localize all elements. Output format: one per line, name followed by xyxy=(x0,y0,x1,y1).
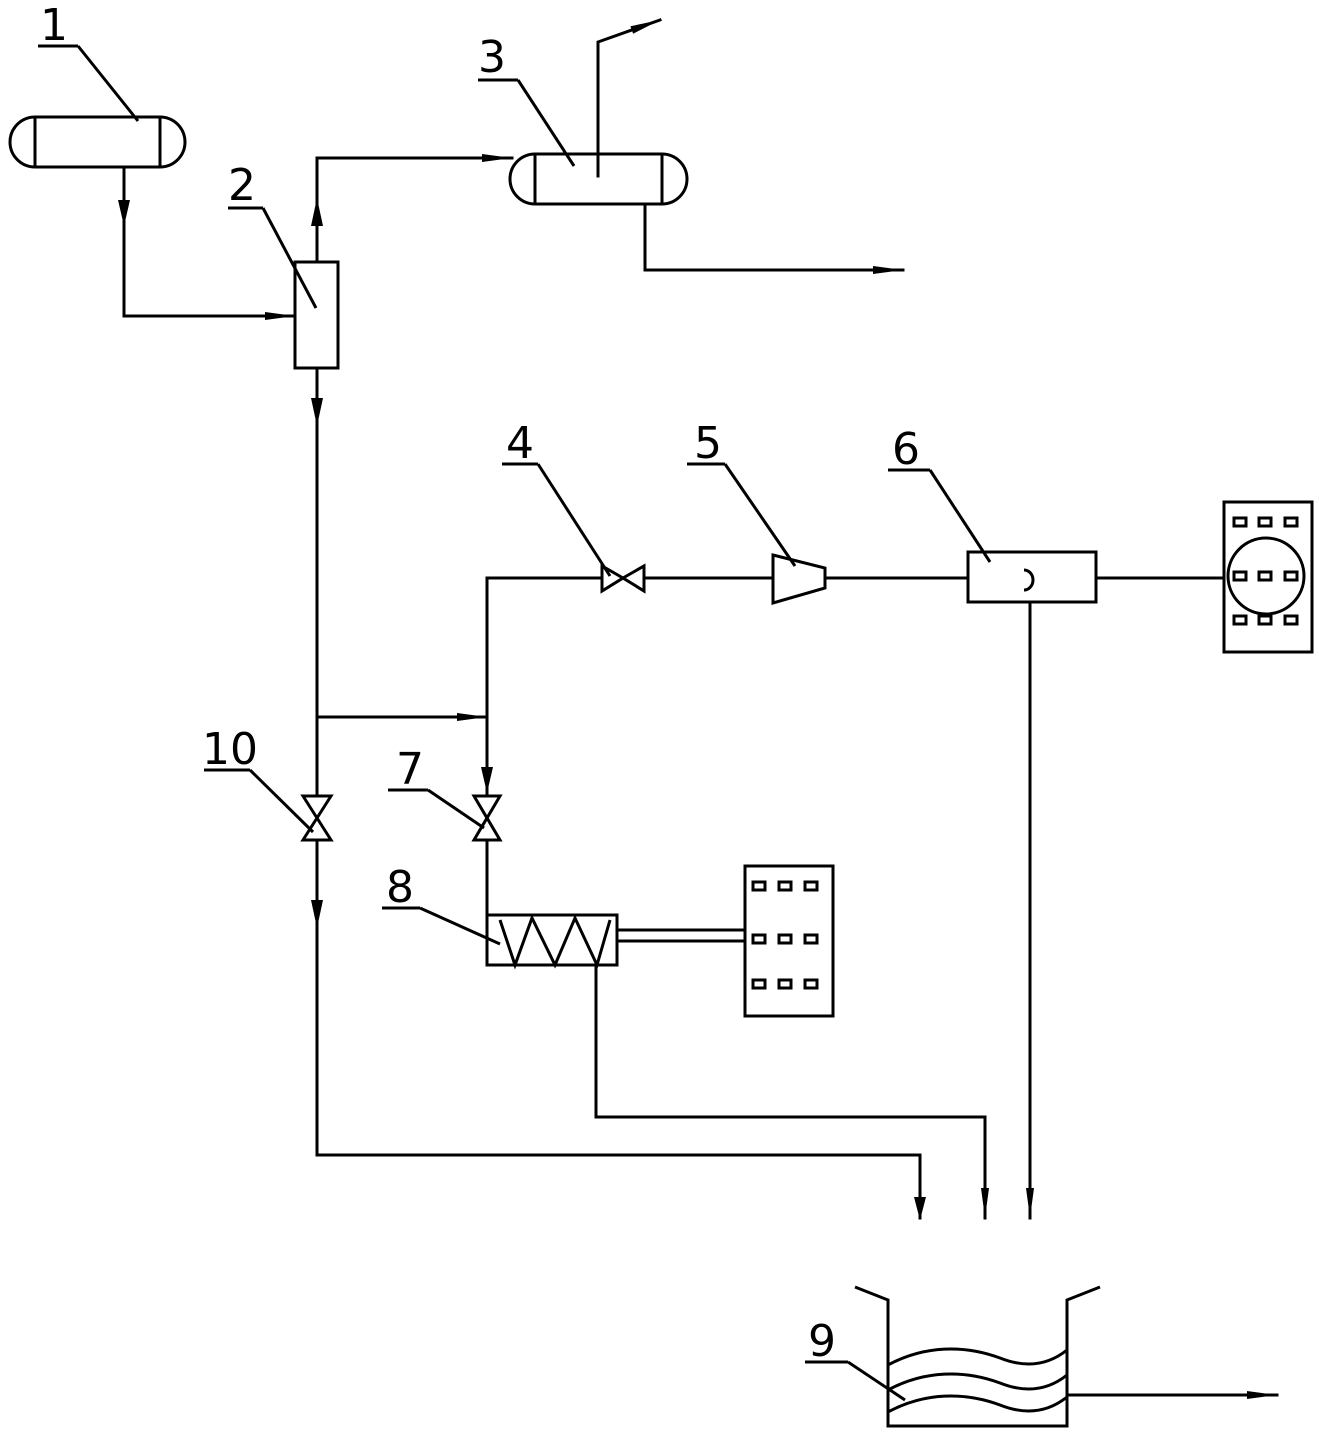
tank-9 xyxy=(854,1285,1101,1428)
drive-shaft xyxy=(617,928,745,943)
tank-1 xyxy=(8,115,187,169)
line-tank3-gas-outlet xyxy=(596,18,662,178)
label-5: 5 xyxy=(694,418,722,469)
leader-2 xyxy=(228,206,318,309)
leader-1 xyxy=(38,44,140,122)
leader-4 xyxy=(502,462,612,577)
label-10: 10 xyxy=(202,724,258,775)
label-1: 1 xyxy=(40,0,68,51)
nozzle-5 xyxy=(771,553,827,605)
label-7: 7 xyxy=(396,744,424,795)
arrow-down-valve7 xyxy=(481,767,493,793)
line-conveyor-to-tank9 xyxy=(594,963,989,1220)
label-6: 6 xyxy=(892,424,920,475)
drive-unit xyxy=(743,864,835,1018)
valve-10 xyxy=(300,794,334,842)
leader-5 xyxy=(687,462,797,567)
leader-6 xyxy=(888,468,992,563)
valve-4 xyxy=(600,563,646,594)
line-tank1-to-separator xyxy=(118,165,297,320)
leader-9 xyxy=(805,1360,906,1402)
valve-7 xyxy=(471,794,503,842)
leader-8 xyxy=(382,906,501,946)
tank-3 xyxy=(508,152,689,206)
label-9: 9 xyxy=(808,1316,836,1367)
leader-10 xyxy=(204,768,315,834)
line-separator-to-tank3 xyxy=(311,154,514,264)
leader-3 xyxy=(478,78,576,167)
label-3: 3 xyxy=(478,32,506,83)
leader-7 xyxy=(388,788,485,830)
screw-conveyor-8 xyxy=(485,913,619,970)
equipment-motor-right xyxy=(1222,500,1314,654)
line-tank3-liquid-outlet xyxy=(643,202,905,274)
label-4: 4 xyxy=(506,418,534,469)
label-2: 2 xyxy=(228,160,256,211)
line-separator-main-down xyxy=(311,366,926,1220)
label-8: 8 xyxy=(386,862,414,913)
